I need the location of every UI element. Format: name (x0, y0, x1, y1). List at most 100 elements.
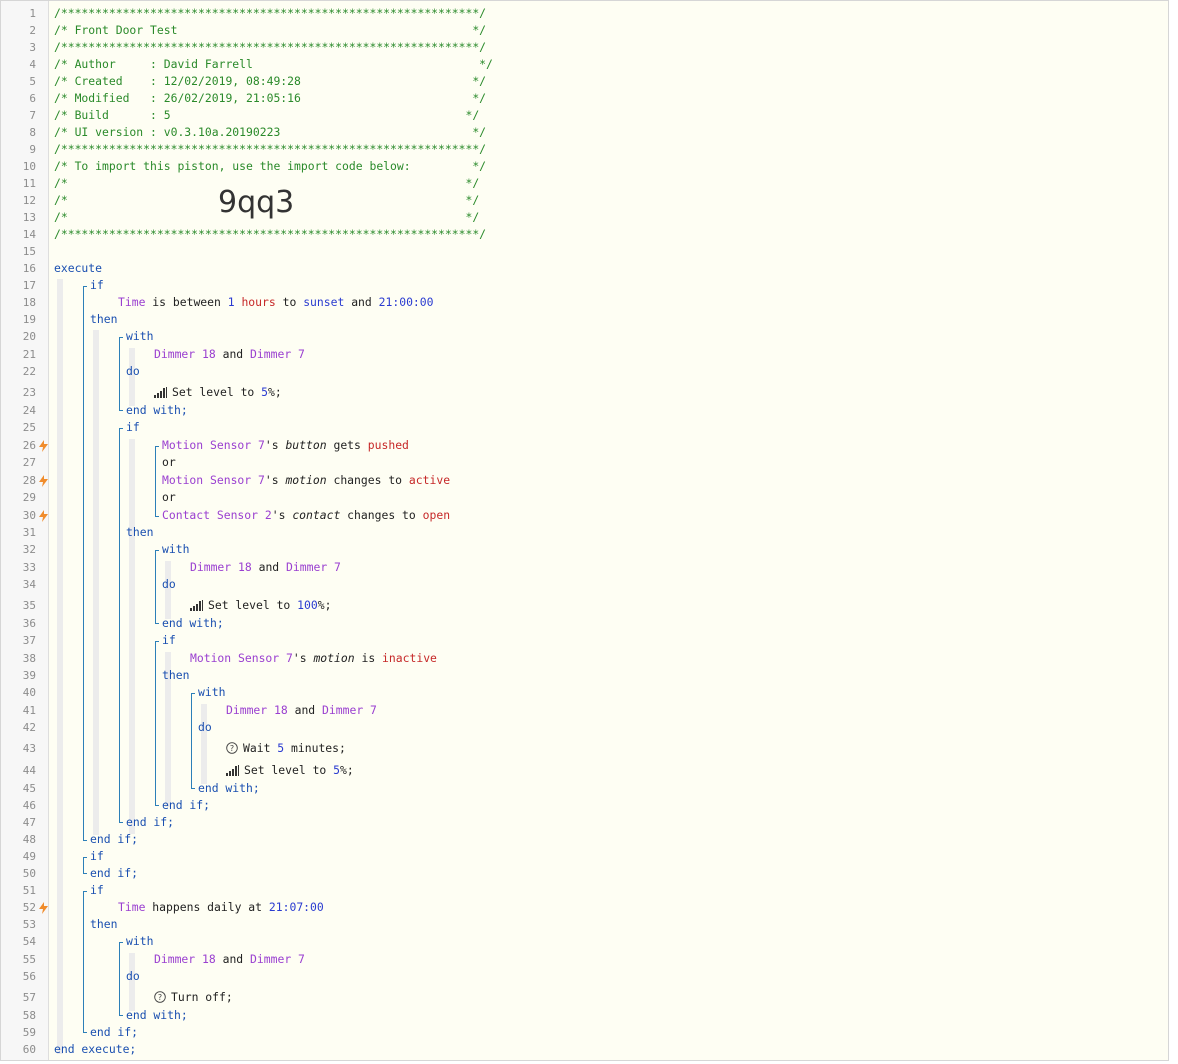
do-keyword: do (198, 720, 212, 734)
device-dimmer-7: Dimmer 7 (250, 347, 305, 361)
device-dimmer-7: Dimmer 7 (286, 560, 341, 574)
number: 5 (277, 741, 285, 755)
code-line: if (90, 883, 104, 897)
time-device: Time (118, 295, 146, 309)
line-number: 22 (22, 365, 36, 378)
line-number: 6 (29, 92, 36, 105)
operator: gets (326, 438, 368, 452)
line-number: 58 (22, 1009, 36, 1022)
line-number: 43 (22, 742, 36, 755)
comment-border: /***************************************… (54, 6, 487, 20)
line-number: 28 (22, 474, 36, 487)
operator: changes to (326, 473, 409, 487)
modified-comment: /* Modified : 26/02/2019, 21:05:16 */ (54, 91, 487, 105)
import-code: 9qq3 (218, 185, 295, 220)
ui-version-comment: /* UI version : v0.3.10a.20190223 */ (54, 125, 487, 139)
code-line: end if; (162, 798, 210, 812)
code-line: then (162, 668, 189, 682)
operator: is (354, 651, 383, 665)
task-text: Set level to (172, 385, 262, 399)
code-line: then (90, 917, 117, 931)
svg-text:?: ? (230, 744, 234, 753)
code-line: Dimmer 18 and Dimmer 7 (154, 952, 305, 966)
do-keyword: do (126, 969, 140, 983)
number: 1 (227, 295, 235, 309)
code-line: with (162, 542, 189, 556)
possessive: 's (292, 651, 314, 665)
comment-border: /***************************************… (54, 227, 487, 241)
task-line: Set level to 5%; (154, 385, 282, 401)
value: inactive (382, 651, 437, 665)
end-if-keyword: end if; (90, 1025, 139, 1039)
lightning-bolt-icon (39, 510, 49, 522)
line-number: 15 (22, 245, 36, 258)
task-suffix: minutes; (284, 741, 346, 755)
and-keyword: and (222, 347, 244, 361)
end-with-keyword: end with; (198, 781, 260, 795)
code-line: with (198, 685, 225, 699)
line-number: 5 (29, 75, 36, 88)
line-number: 36 (22, 617, 36, 630)
line-number: 48 (22, 833, 36, 846)
code-line: if (90, 849, 104, 863)
signal-bars-icon (154, 387, 167, 401)
unit: hours (241, 295, 276, 309)
if-keyword: if (162, 633, 176, 647)
line-number: 7 (29, 109, 36, 122)
code-line: /* Author : David Farrell */ (54, 57, 493, 71)
value: open (422, 508, 451, 522)
trigger-line: Motion Sensor 7's button gets pushed (162, 438, 409, 452)
with-keyword: with (162, 542, 190, 556)
time-device: Time (118, 900, 146, 914)
task-line: Set level to 5%; (226, 763, 354, 779)
line-number: 45 (22, 782, 36, 795)
device-motion-sensor-7: Motion Sensor 7 (190, 651, 293, 665)
and-keyword: and (294, 703, 316, 717)
comment-line: /* */ (54, 210, 480, 224)
line-number: 56 (22, 970, 36, 983)
trigger-line: Time happens daily at 21:07:00 (118, 900, 324, 914)
indent-guide (165, 652, 171, 807)
line-number: 39 (22, 669, 36, 682)
line-number: 41 (22, 704, 36, 717)
value: pushed (367, 438, 409, 452)
line-number: 30 (22, 509, 36, 522)
line-number: 13 (22, 211, 36, 224)
and-keyword: and (258, 560, 280, 574)
line-number: 19 (22, 313, 36, 326)
code-line: end with; (126, 1008, 188, 1022)
code-line: /* Build : 5 */ (54, 108, 479, 122)
indent-guide (57, 279, 63, 1054)
line-number: 10 (22, 160, 36, 173)
code-line: /***************************************… (54, 227, 486, 241)
device-dimmer-18: Dimmer 18 (154, 347, 216, 361)
help-circle-icon: ? (226, 742, 238, 757)
signal-bars-icon (226, 765, 239, 779)
code-line: then (126, 525, 153, 539)
time-value: 21:07:00 (268, 900, 324, 914)
device-dimmer-7: Dimmer 7 (250, 952, 305, 966)
task-suffix: %; (268, 385, 282, 399)
device-motion-sensor-7: Motion Sensor 7 (162, 473, 265, 487)
code-line: /* To import this piston, use the import… (54, 159, 486, 173)
attribute: button (285, 438, 327, 452)
end-execute-keyword: end execute; (54, 1042, 137, 1056)
end-if-keyword: end if; (162, 798, 211, 812)
line-number: 14 (22, 228, 36, 241)
line-number: 1 (29, 7, 36, 20)
end-with-keyword: end with; (126, 1008, 188, 1022)
line-number: 4 (29, 58, 36, 71)
value: active (408, 473, 451, 487)
possessive: 's (264, 438, 286, 452)
line-number: 51 (22, 884, 36, 897)
line-number: 31 (22, 526, 36, 539)
line-number: 40 (22, 686, 36, 699)
end-with-keyword: end with; (126, 403, 188, 417)
code-line: /* Modified : 26/02/2019, 21:05:16 */ (54, 91, 486, 105)
comment-border: /***************************************… (54, 40, 487, 54)
code-line: /***************************************… (54, 6, 486, 20)
code-line: /* */ (54, 193, 479, 207)
then-keyword: then (90, 312, 118, 326)
